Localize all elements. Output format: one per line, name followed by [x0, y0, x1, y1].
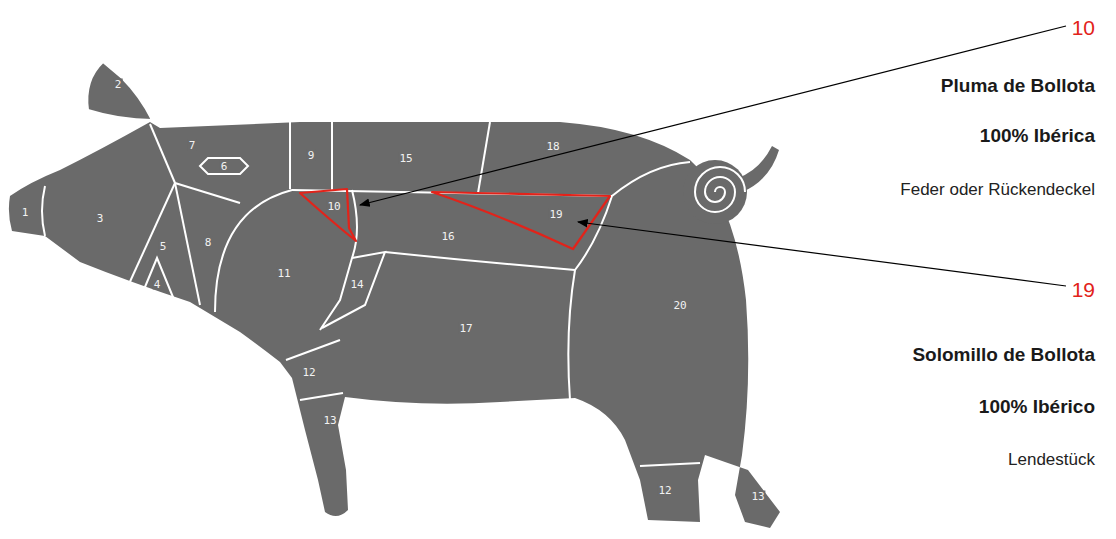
cut-number: 18 — [545, 141, 560, 152]
cut-number: 15 — [398, 153, 413, 164]
cut-number: 1 — [21, 207, 30, 218]
cut-number: 10 — [326, 201, 341, 212]
cut-number: 13 — [750, 491, 765, 502]
cut-number: 8 — [204, 237, 213, 248]
pig-body — [9, 62, 780, 528]
cut-number: 4 — [153, 279, 162, 290]
cut-number: 9 — [307, 150, 316, 161]
cut-number: 3 — [96, 213, 105, 224]
cut-number: 11 — [276, 268, 291, 279]
cut-number: 12 — [657, 485, 672, 496]
callout-number: 19 — [1072, 278, 1095, 302]
cut-name: Pluma de Bollota — [941, 75, 1095, 97]
cut-name: Solomillo de Bollota — [912, 344, 1095, 366]
cut-number: 20 — [672, 300, 687, 311]
breed-note: 100% Ibérico — [979, 396, 1095, 418]
german-name: Lendestück — [1008, 450, 1095, 470]
german-name: Feder oder Rückendeckel — [900, 180, 1095, 200]
cut-number: 16 — [440, 231, 455, 242]
cut-number: 6 — [220, 161, 229, 172]
cut-number: 5 — [159, 241, 168, 252]
callout-number: 10 — [1072, 16, 1095, 40]
highlight-outlines — [300, 189, 610, 249]
cut-number: 12 — [301, 367, 316, 378]
cut-number: 2 — [114, 79, 123, 90]
cut-number: 7 — [188, 140, 197, 151]
cut-number: 17 — [458, 323, 473, 334]
cut-number: 19 — [548, 209, 563, 220]
breed-note: 100% Ibérica — [980, 125, 1095, 147]
leader-lines — [360, 26, 1066, 286]
cut-number: 14 — [349, 279, 364, 290]
cut-number: 13 — [322, 415, 337, 426]
cut-lines — [42, 122, 700, 466]
